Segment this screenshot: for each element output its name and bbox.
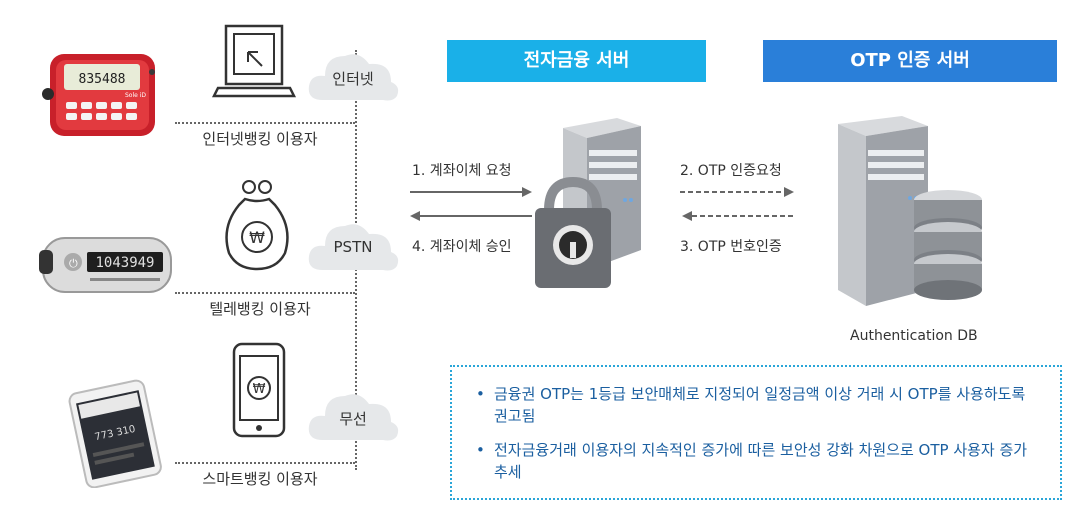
server-db-icon [838, 116, 982, 306]
arrow-label-otp-auth-request: 2. OTP 인증요청 [680, 163, 782, 179]
notes-box: • 금융권 OTP는 1등급 보안매체로 지정되어 일정금액 이상 거래 시 O… [450, 365, 1062, 500]
arrow-label-otp-number-auth: 3. OTP 번호인증 [680, 239, 782, 255]
note-text: 전자금융거래 이용자의 지속적인 증가에 따른 보안성 강화 차원으로 OTP … [494, 441, 1028, 481]
user-label-internet-banking: 인터넷뱅킹 이용자 [202, 130, 318, 148]
cloud-label-pstn: PSTN [333, 238, 373, 256]
bullet-icon: • [476, 441, 485, 459]
svg-text:₩: ₩ [253, 382, 266, 397]
note-item: • 금융권 OTP는 1등급 보안매체로 지정되어 일정금액 이상 거래 시 O… [476, 383, 1036, 427]
card-display: 1043949 [95, 255, 154, 271]
otp-token-icon: 835488 Sole iD [42, 54, 155, 136]
arrow-label-transfer-approval: 4. 계좌이체 승인 [412, 239, 512, 255]
phone-bag-icon: ₩ [225, 180, 289, 271]
note-item: • 전자금융거래 이용자의 지속적인 증가에 따른 보안성 강화 차원으로 OT… [476, 439, 1036, 483]
cloud-icon [308, 54, 399, 101]
svg-text:⏻: ⏻ [69, 257, 78, 270]
db-label: Authentication DB [850, 328, 978, 344]
user-label-tele-banking: 텔레뱅킹 이용자 [209, 300, 311, 318]
cloud-label-wireless: 무선 [339, 410, 367, 428]
mobile-won-icon: ₩ [232, 342, 286, 438]
token-display: 835488 [79, 72, 126, 87]
header-electronic-finance-server: 전자금융 서버 [447, 40, 706, 82]
server-lock-icon [535, 118, 641, 288]
separator-line [175, 462, 355, 464]
cloud-icon [308, 224, 399, 271]
computer-icon [211, 24, 297, 98]
token-brand: Sole iD [125, 92, 146, 99]
bullet-icon: • [476, 385, 485, 403]
arrow-label-transfer-request: 1. 계좌이체 요청 [412, 163, 512, 179]
separator-line [175, 292, 355, 294]
note-text: 금융권 OTP는 1등급 보안매체로 지정되어 일정금액 이상 거래 시 OTP… [494, 385, 1026, 425]
cloud-label-internet: 인터넷 [332, 70, 374, 88]
otp-card-icon: ⏻ 1043949 [39, 237, 172, 293]
separator-line [175, 122, 355, 124]
header-otp-auth-server: OTP 인증 서버 [763, 40, 1057, 82]
user-label-smart-banking: 스마트뱅킹 이용자 [202, 470, 318, 488]
arrows [410, 187, 794, 221]
svg-text:₩: ₩ [249, 228, 265, 247]
smartphone-icon: 773 310 [68, 379, 162, 488]
cloud-icon [308, 394, 399, 441]
